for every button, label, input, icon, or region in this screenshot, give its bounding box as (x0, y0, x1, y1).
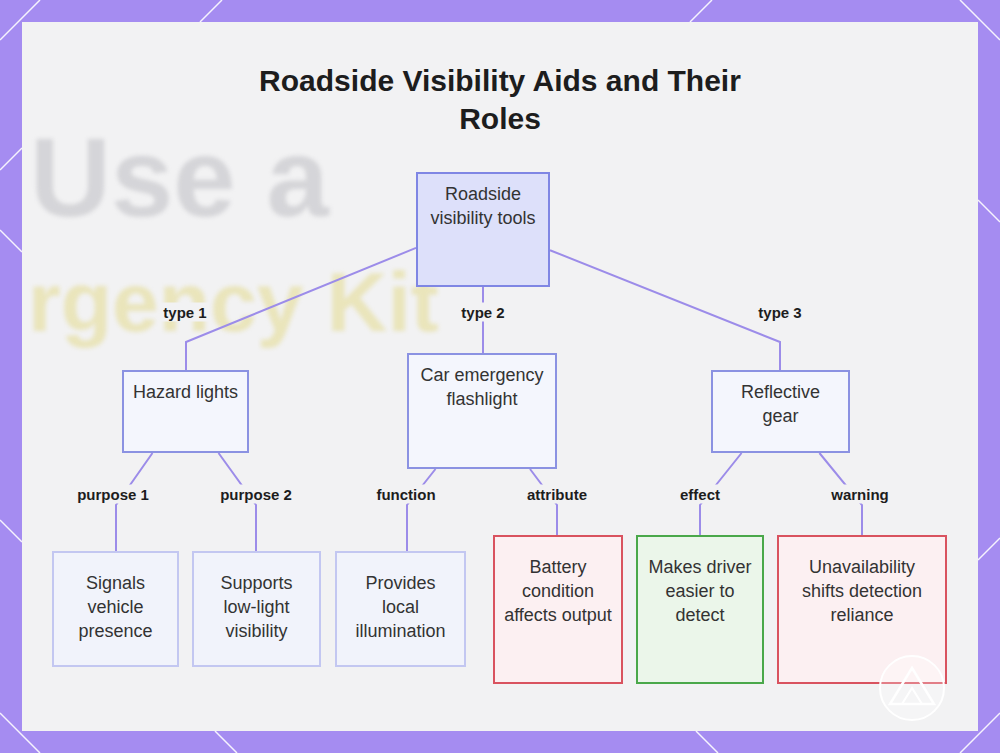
concept-box: Signals vehicle presence (52, 551, 179, 667)
box-text: Roadside visibility tools (426, 182, 540, 230)
box-text: Provides local illumination (345, 571, 456, 643)
box-text: Makes driver easier to detect (646, 555, 754, 627)
box-text: Reflective gear (721, 380, 840, 428)
box-text: Battery condition affects output (503, 555, 613, 627)
connector-line (186, 248, 416, 370)
edge-label: warning (828, 485, 892, 504)
concept-box: Battery condition affects output (493, 535, 623, 684)
box-text: Signals vehicle presence (62, 571, 169, 643)
concept-box: Unavailability shifts detection reliance (777, 535, 947, 684)
concept-box: Roadside visibility tools (416, 172, 550, 287)
box-text: Car emergency flashlight (417, 363, 547, 411)
connector-line (407, 469, 436, 551)
edge-label: type 1 (160, 303, 209, 322)
concept-box: Reflective gear (711, 370, 850, 453)
concept-box: Supports low-light visibility (192, 551, 321, 667)
edge-label: purpose 1 (74, 485, 152, 504)
box-text: Unavailability shifts detection reliance (787, 555, 937, 627)
edge-label: attribute (524, 485, 590, 504)
background-watermark: Use a (30, 122, 329, 234)
edge-label: effect (677, 485, 723, 504)
edge-label: type 3 (755, 303, 804, 322)
box-text: Supports low-light visibility (202, 571, 311, 643)
diagram-title: Roadside Visibility Aids and Their Roles (230, 62, 770, 138)
edge-label: purpose 2 (217, 485, 295, 504)
concept-box: Makes driver easier to detect (636, 535, 764, 684)
concept-box: Car emergency flashlight (407, 353, 557, 469)
box-text: Hazard lights (133, 380, 238, 404)
brand-logo (880, 656, 944, 720)
edge-label: type 2 (458, 303, 507, 322)
edge-label: function (373, 485, 438, 504)
concept-box: Hazard lights (122, 370, 249, 453)
concept-box: Provides local illumination (335, 551, 466, 667)
connector-line (550, 250, 780, 370)
background-watermark: rgency Kit (28, 260, 439, 344)
